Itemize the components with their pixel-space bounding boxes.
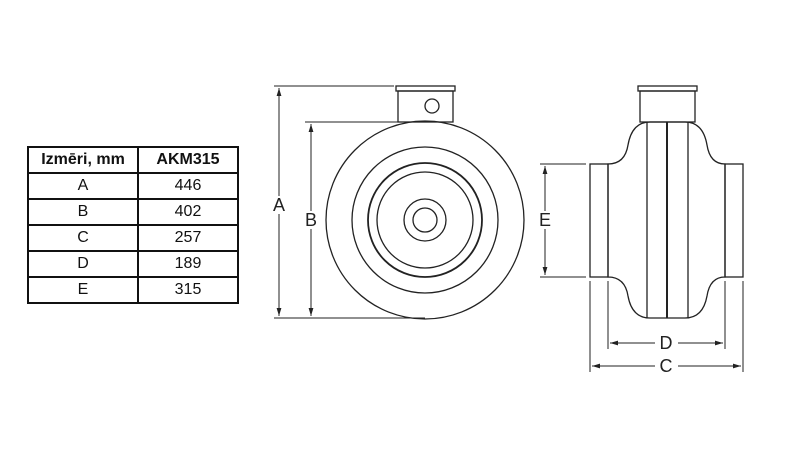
housing-ring: [351, 146, 499, 294]
motor-inner: [376, 171, 474, 269]
dim-value: 446: [137, 172, 239, 200]
dim-b-label: B: [305, 210, 317, 230]
dim-label: B: [27, 198, 139, 226]
dim-label: A: [27, 172, 139, 200]
dim-label: C: [27, 224, 139, 252]
cable-gland: [424, 98, 440, 114]
motor-ring: [367, 162, 483, 278]
inlet-spigot: [589, 163, 609, 278]
header-dimension: Izmēri, mm: [27, 146, 139, 174]
dim-e-label: E: [539, 210, 551, 230]
dim-value: 189: [137, 250, 239, 278]
terminal-box-cap-side: [637, 85, 698, 92]
hub-inner: [412, 207, 438, 233]
dim-value: 402: [137, 198, 239, 226]
terminal-box-cap: [395, 85, 456, 92]
dim-c-label: C: [660, 356, 673, 376]
hub: [403, 198, 447, 242]
dim-value: 257: [137, 224, 239, 252]
terminal-box-side: [639, 90, 696, 123]
dim-label: E: [27, 276, 139, 304]
housing-outer: [325, 120, 525, 320]
side-view: E D C: [539, 85, 744, 376]
table-header-row: Izmēri, mm AKM315: [27, 146, 239, 174]
dim-label: D: [27, 250, 139, 278]
dim-d-label: D: [660, 333, 673, 353]
front-view: A B: [273, 85, 525, 320]
dim-a-label: A: [273, 195, 285, 215]
dim-value: 315: [137, 276, 239, 304]
outlet-spigot: [724, 163, 744, 278]
header-model: AKM315: [137, 146, 239, 174]
